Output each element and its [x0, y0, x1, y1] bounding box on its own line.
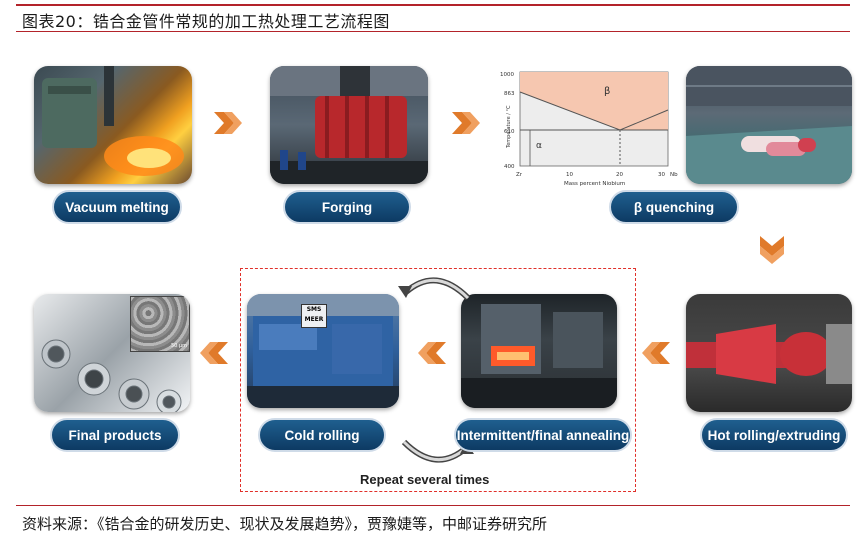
y-tick-610: 610	[504, 129, 515, 135]
y-tick-400: 400	[504, 164, 515, 170]
x-tick-10: 10	[566, 172, 573, 178]
photo-hot-rolling	[686, 294, 852, 412]
region-alpha: α	[536, 141, 542, 151]
step-label-beta-quenching: β quenching	[609, 190, 739, 224]
chevron-left-icon	[418, 342, 446, 364]
photo-beta-quenching-tank	[686, 66, 852, 184]
repeat-loop-box	[240, 268, 636, 492]
y-tick-1000: 1000	[500, 72, 514, 78]
step-label-vacuum-melting: Vacuum melting	[52, 190, 182, 224]
loop-arrow-top-icon	[398, 277, 471, 301]
photo-cold-rolling: SMS MEER	[247, 294, 399, 408]
y-axis-label: Temperature / °C	[506, 105, 512, 149]
step-label-hot-rolling: Hot rolling/extruding	[700, 418, 848, 452]
step-label-annealing: Intermittent/final annealing	[454, 418, 632, 452]
step-label-cold-rolling: Cold rolling	[258, 418, 386, 452]
header-bottom-rule	[16, 31, 850, 32]
region-beta: β	[604, 86, 610, 97]
photo-annealing-furnace	[461, 294, 617, 408]
chevron-down-icon	[760, 236, 784, 264]
chevron-left-icon	[642, 342, 670, 364]
micrograph-scale: 50 μm	[170, 343, 187, 349]
y-tick-863: 863	[504, 91, 515, 97]
header-top-rule	[16, 4, 850, 6]
chevron-right-icon	[452, 112, 480, 134]
figure-title: 图表20：锆合金管件常规的加工热处理工艺流程图	[22, 12, 390, 31]
chevron-left-icon	[200, 342, 228, 364]
repeat-label: Repeat several times	[360, 472, 490, 487]
x-tick-30: 30	[658, 172, 665, 178]
footer-rule	[16, 505, 850, 506]
machine-brand-bottom: MEER	[304, 316, 324, 323]
x-tick-zr: Zr	[516, 172, 523, 178]
x-axis-label: Mass percent Niobium	[564, 181, 625, 187]
micrograph-inset: 50 μm	[130, 296, 190, 352]
step-label-forging: Forging	[283, 190, 411, 224]
machine-brand-plate: SMS MEER	[301, 304, 327, 328]
x-tick-nb: Nb	[670, 172, 678, 178]
x-tick-20: 20	[616, 172, 623, 178]
step-label-final-products: Final products	[50, 418, 180, 452]
photo-final-products: 50 μm	[34, 294, 190, 412]
photo-forging	[270, 66, 428, 184]
machine-brand-top: SMS	[306, 306, 322, 313]
source-note: 资料来源：《锆合金的研发历史、现状及发展趋势》，贾豫婕等，中邮证券研究所	[22, 515, 548, 533]
chevron-right-icon	[214, 112, 242, 134]
zr-nb-phase-diagram: β α 1000 863 610 400 Zr 10 20 30 Nb Mass…	[496, 68, 678, 192]
photo-vacuum-melting	[34, 66, 192, 184]
